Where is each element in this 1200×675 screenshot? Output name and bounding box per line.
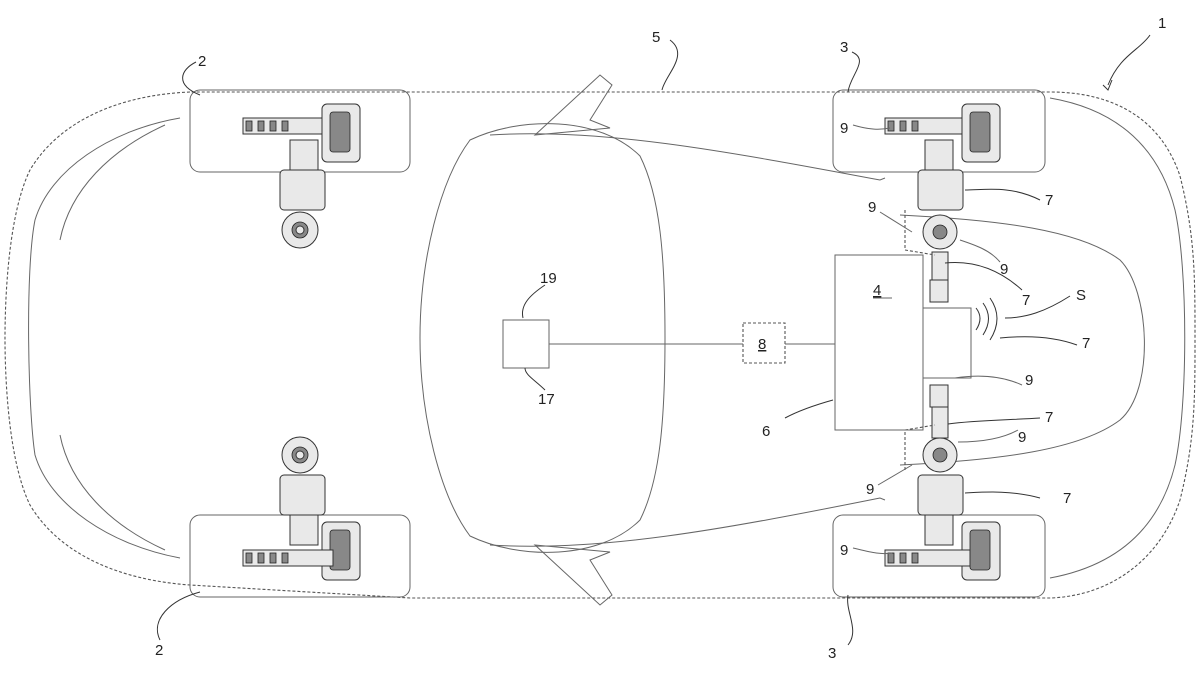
leader-3-bottom xyxy=(847,594,854,646)
cabin-outline xyxy=(419,123,666,553)
label-housing: 6 xyxy=(762,423,770,440)
label-control-box-bottom: 17 xyxy=(538,391,555,408)
label-component-a: 7 xyxy=(1045,192,1053,209)
label-part-9b: 9 xyxy=(868,199,876,216)
label-part-9g: 9 xyxy=(840,542,848,559)
rear-subframe-top xyxy=(904,210,936,256)
leader-9g xyxy=(852,547,893,555)
roof-line-top xyxy=(489,133,886,181)
leader-9e xyxy=(957,429,1019,443)
leader-9a xyxy=(852,124,891,130)
leader-6 xyxy=(784,399,834,419)
axle-segment-upper xyxy=(929,279,949,303)
vehicle-front-inner-contour xyxy=(59,124,166,551)
rear-deck-top xyxy=(899,214,1145,466)
roof-line-bottom xyxy=(489,497,886,547)
leader-7c xyxy=(999,336,1078,346)
front-top-wheel-assembly xyxy=(242,103,361,249)
label-part-9e: 9 xyxy=(1018,429,1026,446)
leader-19 xyxy=(521,284,546,319)
vehicle-rear-contour xyxy=(1049,97,1186,579)
leader-2-bottom xyxy=(156,591,201,641)
label-vehicle: 1 xyxy=(1158,15,1166,32)
rear-bottom-wheel-assembly xyxy=(884,389,1001,581)
label-component-c: 7 xyxy=(1082,335,1090,352)
label-body: 5 xyxy=(652,29,660,46)
label-rear-wheel-bottom: 3 xyxy=(828,645,836,662)
leader-7e xyxy=(964,491,1041,499)
label-component-b: 7 xyxy=(1022,292,1030,309)
front-bottom-wheel-assembly xyxy=(242,436,361,581)
label-main-unit: 4 xyxy=(873,282,881,299)
signal-arc-3 xyxy=(989,297,998,341)
signal-arc-1 xyxy=(975,307,981,331)
gearbox-box xyxy=(922,307,972,379)
signal-arc-2 xyxy=(982,302,989,336)
leader-9c xyxy=(959,239,1001,263)
mirror-bottom xyxy=(533,544,613,606)
leader-9d xyxy=(954,375,1023,386)
axle-segment-lower xyxy=(929,384,949,408)
label-control-box-top: 19 xyxy=(540,270,557,287)
label-part-9a: 9 xyxy=(840,120,848,137)
leader-7a xyxy=(964,188,1041,201)
leader-S xyxy=(1004,295,1071,319)
leader-9f xyxy=(877,464,913,486)
leader-17 xyxy=(524,367,546,391)
label-rear-wheel-top: 3 xyxy=(840,39,848,56)
label-part-9d: 9 xyxy=(1025,372,1033,389)
leader-3-top xyxy=(847,51,860,93)
label-signal: S xyxy=(1076,287,1086,304)
rear-top-wheel-assembly xyxy=(884,103,1001,301)
mirror-top xyxy=(533,74,613,136)
label-component-d: 7 xyxy=(1045,409,1053,426)
vehicle-front-contour xyxy=(28,117,181,559)
leader-2-top xyxy=(182,61,201,96)
label-component-e: 7 xyxy=(1063,490,1071,507)
label-front-wheel-bottom: 2 xyxy=(155,642,163,659)
leader-7b xyxy=(944,261,1023,291)
controller-box xyxy=(742,322,786,364)
leader-5 xyxy=(661,39,678,91)
label-controller: 8 xyxy=(758,336,766,353)
leader-7d xyxy=(947,417,1041,425)
leader-9b xyxy=(879,211,913,233)
label-part-9f: 9 xyxy=(866,481,874,498)
label-part-9c: 9 xyxy=(1000,261,1008,278)
control-box xyxy=(502,319,550,369)
arrow-1 xyxy=(1102,79,1113,91)
label-front-wheel-top: 2 xyxy=(198,53,206,70)
leader-1 xyxy=(1107,34,1151,86)
vehicle-body-outline xyxy=(4,91,1196,599)
